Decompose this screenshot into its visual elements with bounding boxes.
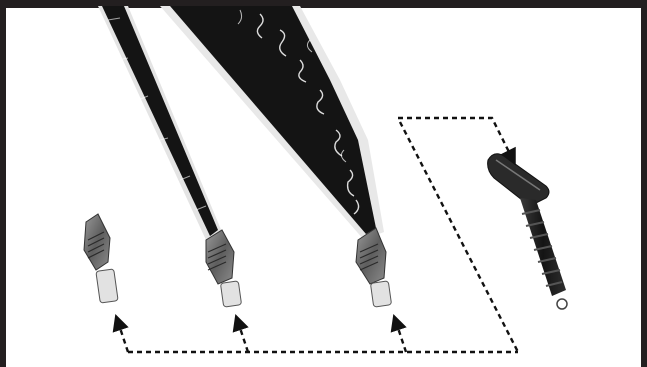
wide-strip-connector: [356, 228, 392, 307]
arrow-to-connector-1: [118, 322, 128, 352]
narrow-strip-connector: [206, 230, 242, 307]
arrow-to-connector-2: [238, 322, 248, 352]
arrow-to-handle: [398, 118, 512, 158]
arrow-to-connector-3: [396, 322, 406, 352]
small-tip-connector: [84, 214, 118, 303]
ribbed-handle-tool: [488, 154, 567, 309]
